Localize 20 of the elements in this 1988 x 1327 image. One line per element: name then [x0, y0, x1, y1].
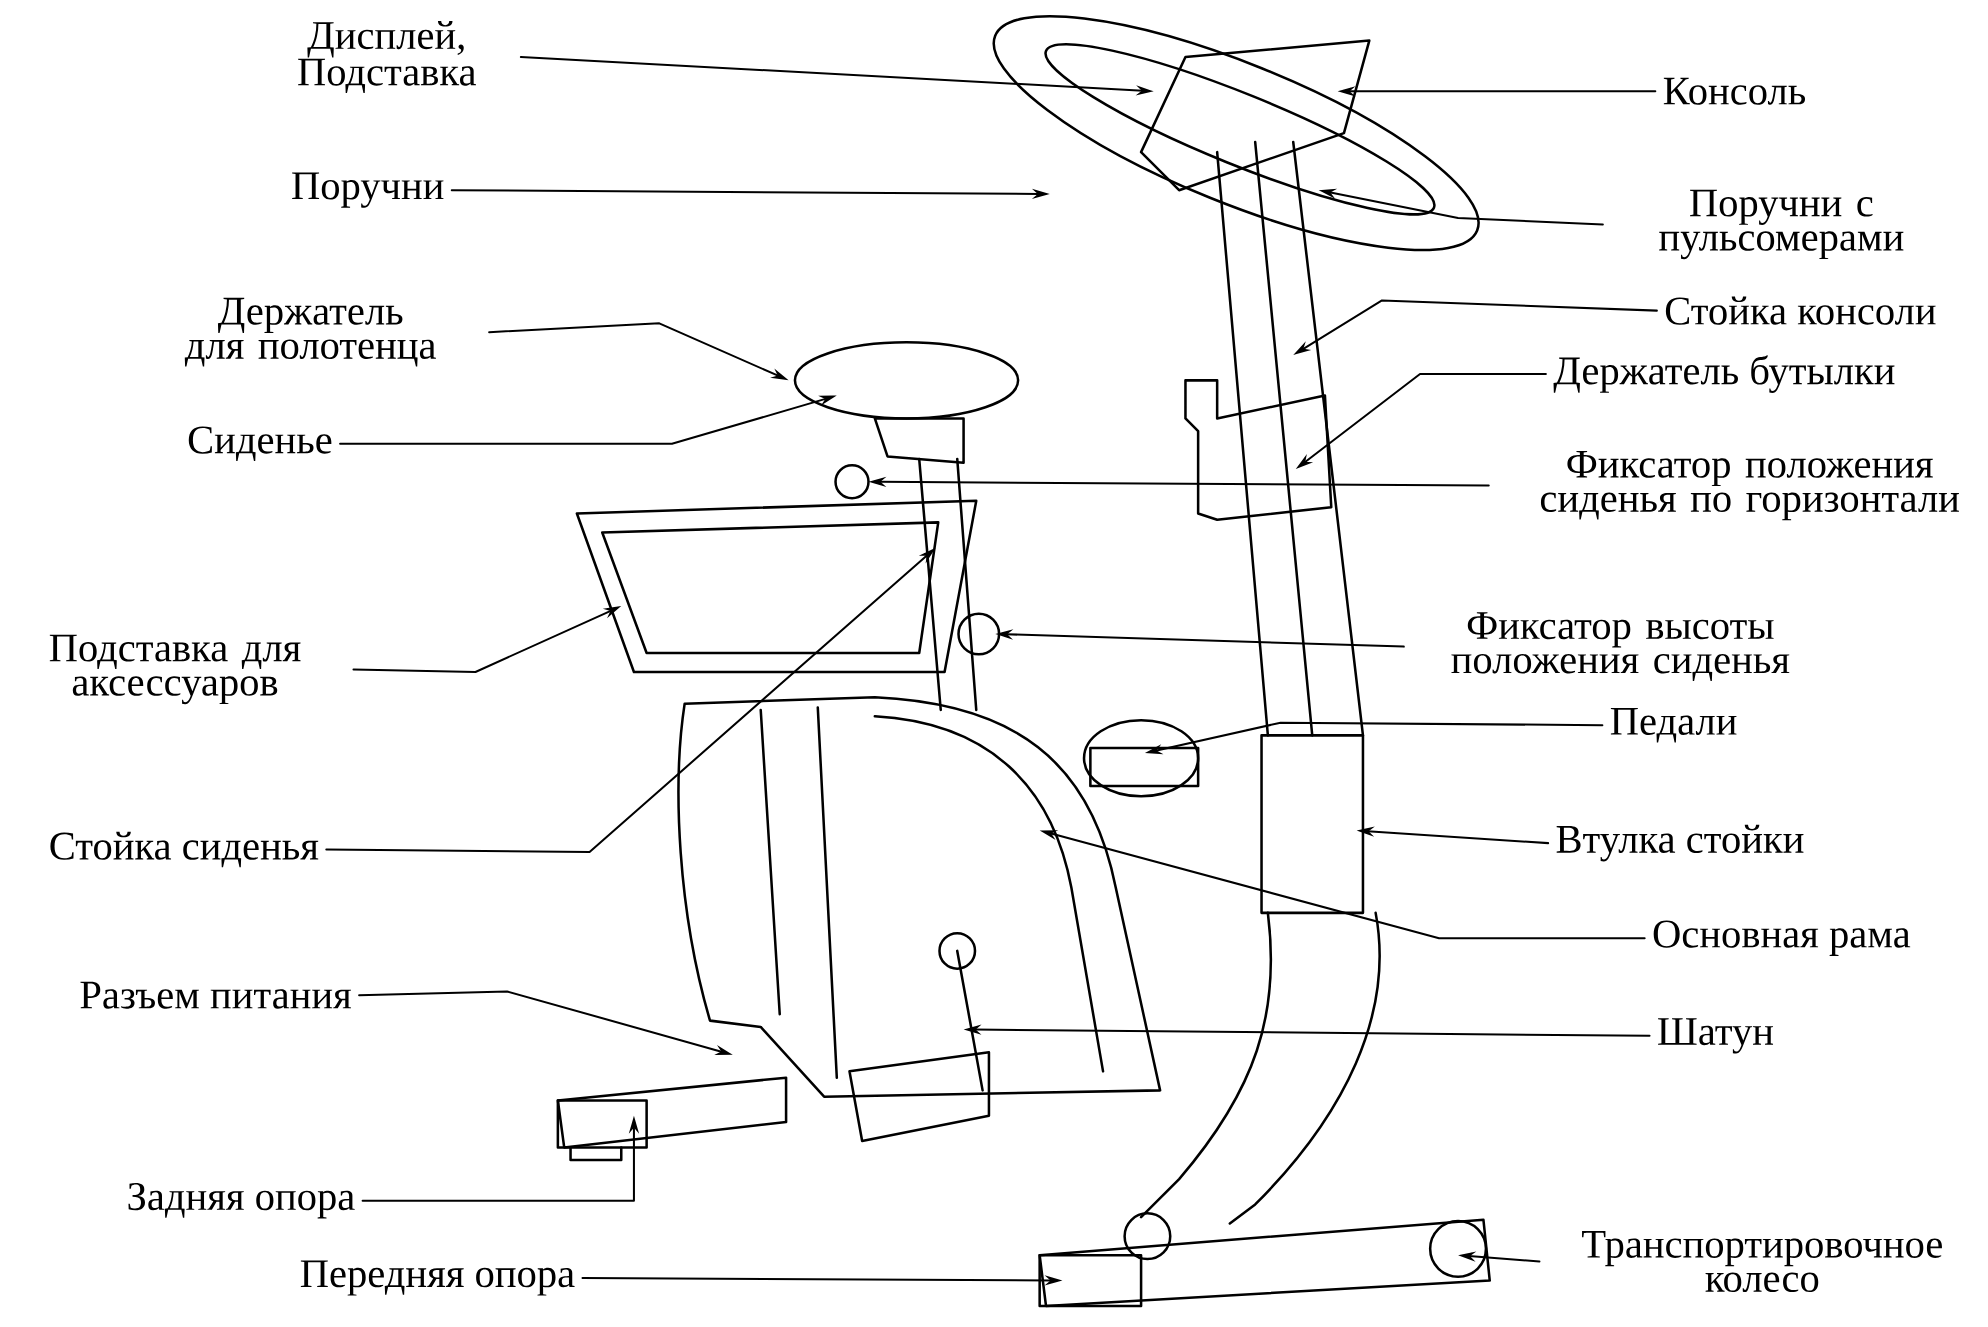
- part-label: Консоль: [1663, 77, 1806, 105]
- part-label: Стойка сиденья: [50, 831, 319, 868]
- part-label: Втулка стойки: [1556, 824, 1804, 862]
- part-label: Основная рама: [1653, 920, 1911, 956]
- part-label: Поручни с пульсомерами: [1659, 189, 1904, 259]
- part-label: Держатель бутылки: [1553, 354, 1895, 393]
- part-label: Передняя опора: [300, 1260, 575, 1296]
- part-label: Подставка для аксессуаров: [49, 634, 301, 704]
- part-label: Шатун: [1658, 1017, 1774, 1054]
- part-label: Держатель для полотенца: [184, 297, 436, 367]
- part-label: Стойка консоли: [1665, 296, 1936, 325]
- part-label: Сиденье: [188, 426, 332, 461]
- part-label: Фиксатор высоты положения сиденья: [1451, 612, 1790, 681]
- part-label: Фиксатор положения сиденья по горизонтали: [1540, 450, 1959, 521]
- part-label: Педали: [1610, 707, 1737, 743]
- part-label: Дисплей, Подставка: [298, 20, 476, 93]
- part-label: Задняя опора: [128, 1182, 355, 1219]
- part-label: Транспортировочное колесо: [1582, 1230, 1942, 1292]
- part-label: Разъем питания: [80, 981, 351, 1009]
- part-label: Поручни: [292, 172, 444, 208]
